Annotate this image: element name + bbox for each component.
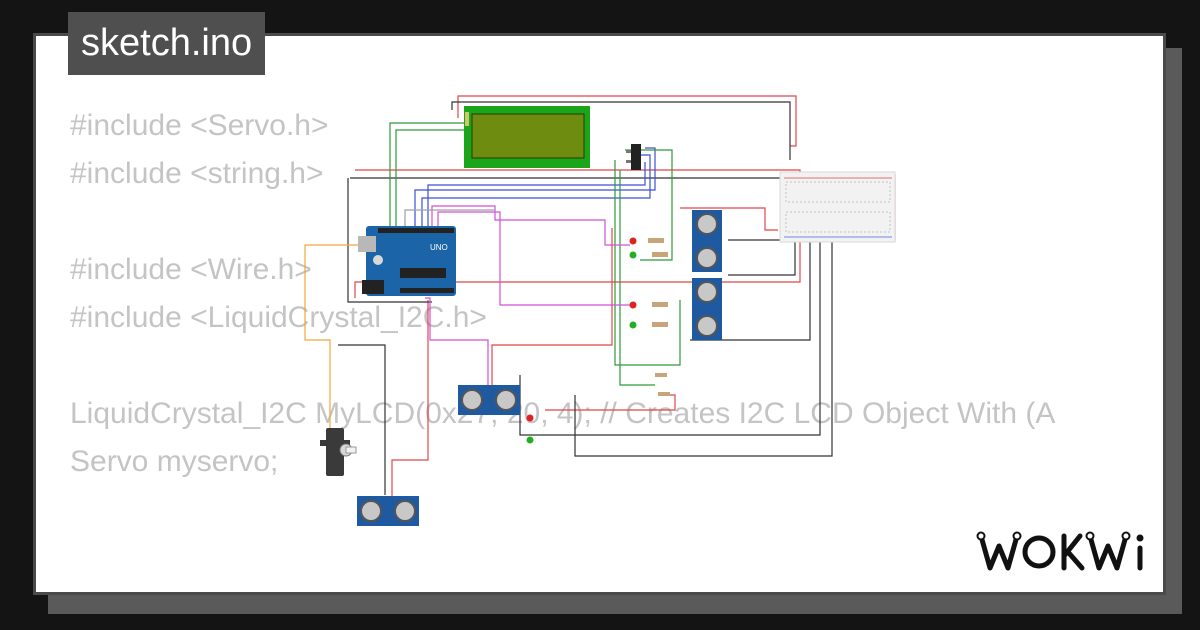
wire-magenta (425, 297, 489, 385)
resistor (652, 322, 668, 327)
wire-green (614, 160, 681, 366)
servo-motor (320, 428, 357, 476)
led-green (629, 321, 637, 329)
wire-orange (304, 244, 365, 430)
wire-green (389, 122, 466, 228)
resistor (652, 252, 668, 257)
file-name-tab: sketch.ino (68, 12, 266, 75)
wire-red (545, 394, 676, 411)
wire-red (354, 169, 801, 298)
wire-green (625, 149, 673, 261)
ultrasonic-sensor (692, 210, 722, 272)
wires (304, 95, 896, 500)
breadboard (779, 171, 896, 243)
code-line: #include <Wire.h> (70, 253, 312, 286)
wire-blue (414, 147, 656, 228)
wire-magenta (431, 205, 630, 246)
wire-red (680, 207, 778, 231)
led-red (526, 414, 534, 422)
ultrasonic-sensor (692, 278, 722, 340)
wokwi-logo (976, 531, 1144, 571)
wire-black (338, 344, 386, 495)
wire-blue (427, 162, 646, 228)
led-green (526, 436, 534, 444)
wire-black (347, 178, 432, 303)
ultrasonic-sensor (458, 385, 520, 415)
wire-green (619, 170, 655, 386)
code-line: const int SERVO_PIN = 11; // PWM pin (70, 582, 1055, 592)
resistor (648, 238, 664, 243)
ic-chip (626, 144, 641, 170)
wire-green (395, 129, 466, 228)
wire-red (491, 228, 613, 385)
wire-black (574, 240, 833, 457)
wire-magenta (437, 211, 635, 306)
lcd-display (464, 106, 590, 168)
wire-blue (421, 154, 651, 228)
wire-black (728, 240, 796, 276)
code-line: #include <LiquidCrystal_I2C.h> (70, 301, 487, 334)
arduino-label: UNO (430, 243, 448, 252)
wire-red (391, 300, 429, 500)
led-group (526, 237, 670, 444)
code-line: #include <string.h> (70, 157, 324, 190)
ultrasonic-sensor (357, 496, 419, 526)
wire-black (690, 239, 811, 341)
led-red (629, 301, 637, 309)
led-green (629, 251, 637, 259)
resistor (655, 373, 667, 377)
arduino-uno: UNO (358, 226, 456, 296)
code-preview: #include <Servo.h> #include <string.h> #in… (70, 102, 1055, 592)
code-line: #include <Servo.h> (70, 109, 329, 142)
wire-black (519, 240, 821, 436)
resistor (658, 392, 670, 396)
wire-red (457, 95, 797, 147)
wire-black (451, 101, 791, 160)
wire-gray (404, 209, 495, 228)
code-line: Servo myservo; (70, 445, 279, 478)
led-red (629, 237, 637, 245)
resistor (652, 302, 668, 307)
preview-card: #include <Servo.h> #include <string.h> #in… (33, 33, 1166, 595)
